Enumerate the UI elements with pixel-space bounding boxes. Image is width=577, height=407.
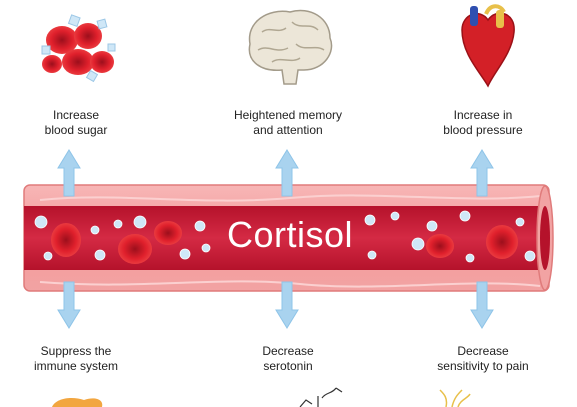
arrow-up: [275, 149, 299, 197]
red-blood-cell: [426, 234, 454, 258]
red-blood-cell: [51, 223, 81, 257]
red-blood-cell: [154, 221, 182, 245]
blood-vessel: [23, 184, 554, 292]
effect-label-line: immune system: [33, 359, 119, 373]
immune-cell-icon: [52, 398, 103, 407]
nerve-icon: [439, 389, 471, 407]
brain-icon: [248, 9, 333, 85]
red-blood-cells: [51, 221, 518, 264]
red-blood-cells-glucose-icon: [41, 14, 116, 83]
effect-label-pain: Decrease sensitivity to pain: [403, 344, 563, 374]
effect-label-line: sensitivity to pain: [437, 359, 529, 373]
effect-label-line: and attention: [253, 123, 323, 137]
effect-label-immune: Suppress the immune system: [0, 344, 156, 374]
arrow-up: [57, 149, 81, 197]
effect-label-blood-pressure: Increase in blood pressure: [403, 108, 563, 138]
red-blood-cell: [118, 234, 152, 264]
effect-label-memory: Heightened memory and attention: [208, 108, 368, 138]
arrow-down: [470, 281, 494, 329]
effect-label-blood-sugar: Increase blood sugar: [0, 108, 156, 138]
effect-label-line: blood sugar: [44, 123, 108, 137]
effect-label-line: serotonin: [263, 359, 313, 373]
effect-label-line: Suppress the: [40, 344, 112, 358]
effect-label-line: Decrease: [262, 344, 314, 358]
arrow-down: [57, 281, 81, 329]
effect-label-line: Increase: [52, 108, 100, 122]
arrow-down: [275, 281, 299, 329]
glucose-bubbles: [34, 210, 536, 263]
effect-label-line: Increase in: [453, 108, 513, 122]
heart-icon: [461, 4, 515, 88]
effect-label-serotonin: Decrease serotonin: [208, 344, 368, 374]
effect-arrows: [57, 149, 494, 329]
effect-label-line: Heightened memory: [233, 108, 343, 122]
arrow-up: [470, 149, 494, 197]
cortisol-title: Cortisol: [226, 214, 354, 255]
neuron-icon: [299, 387, 343, 407]
red-blood-cell: [486, 225, 518, 259]
effect-label-line: Decrease: [457, 344, 509, 358]
effect-label-line: blood pressure: [443, 123, 523, 137]
